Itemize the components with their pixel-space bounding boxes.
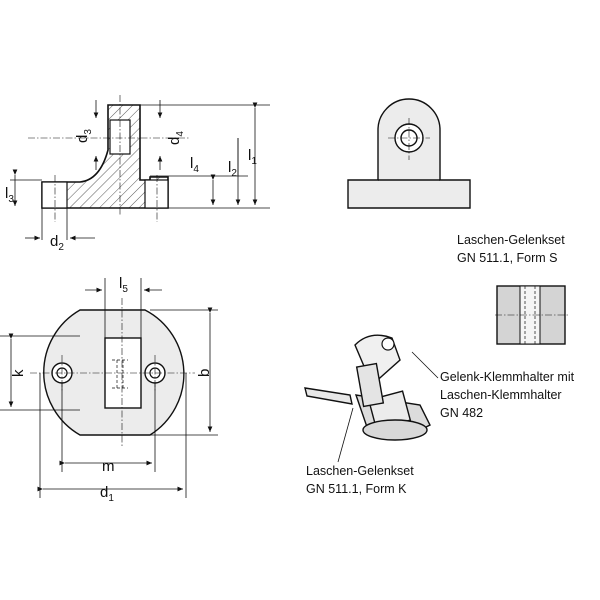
svg-text:Gelenk-Klemmhalter mit: Gelenk-Klemmhalter mit bbox=[440, 370, 575, 384]
caption-clamp: Gelenk-Klemmhalter mit Laschen-Klemmhalt… bbox=[440, 370, 575, 420]
section-labels: l1 l2 l4 l3 d2 d3 d4 bbox=[5, 129, 257, 253]
label-l4: l4 bbox=[190, 155, 199, 175]
caption-leaders bbox=[337, 351, 439, 463]
svg-text:Laschen-Klemmhalter: Laschen-Klemmhalter bbox=[440, 388, 562, 402]
svg-text:GN 511.1, Form K: GN 511.1, Form K bbox=[306, 482, 407, 496]
svg-text:Laschen-Gelenkset: Laschen-Gelenkset bbox=[457, 233, 565, 247]
label-l5: l5 bbox=[119, 275, 128, 295]
label-d4: d4 bbox=[166, 131, 186, 145]
isometric-assembly bbox=[304, 334, 431, 441]
section-view bbox=[28, 95, 190, 222]
top-view bbox=[30, 298, 195, 448]
caption-form-k: Laschen-Gelenkset GN 511.1, Form K bbox=[306, 464, 414, 496]
label-l1: l1 bbox=[248, 147, 257, 167]
label-l2: l2 bbox=[228, 159, 237, 179]
label-m: m bbox=[102, 458, 115, 475]
label-l3: l3 bbox=[5, 185, 14, 205]
front-view bbox=[347, 98, 471, 209]
caption-form-s: Laschen-Gelenkset GN 511.1, Form S bbox=[457, 233, 565, 265]
section-dimensions bbox=[10, 100, 270, 241]
label-k: k bbox=[10, 369, 27, 377]
svg-text:Laschen-Gelenkset: Laschen-Gelenkset bbox=[306, 464, 414, 478]
label-b: b bbox=[196, 369, 213, 377]
label-d3: d3 bbox=[74, 129, 94, 143]
svg-text:GN 511.1, Form S: GN 511.1, Form S bbox=[457, 251, 558, 265]
top-dimensions bbox=[0, 278, 218, 498]
form-s-insert bbox=[495, 285, 568, 345]
label-d2: d2 bbox=[50, 233, 64, 253]
svg-text:GN 482: GN 482 bbox=[440, 406, 483, 420]
top-labels: l5 k b m d1 bbox=[10, 275, 213, 504]
label-d1: d1 bbox=[100, 484, 114, 504]
